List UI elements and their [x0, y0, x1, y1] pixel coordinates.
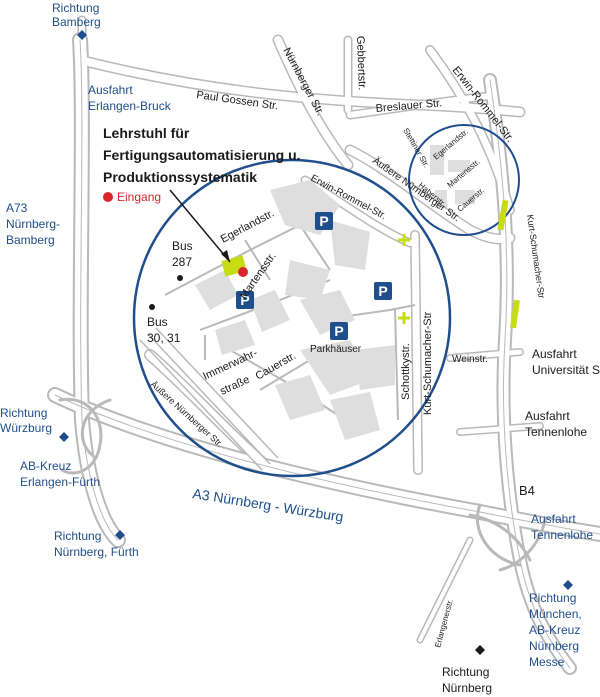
motorway-a3-label: A3 Nürnberg - Würzburg — [192, 485, 345, 525]
title-line-1: Lehrstuhl für — [103, 125, 190, 141]
road-gebbert: Gebbertstr. — [354, 36, 368, 91]
road-weinstr: Weinstr. — [452, 354, 488, 365]
dir-wuerzburg-2: Würzburg — [0, 421, 52, 435]
exit-bruck-1: Ausfahrt — [88, 83, 133, 97]
title-line-3: Produktionssystematik — [103, 169, 257, 185]
parking-icon-1: P — [315, 212, 333, 230]
dir-muenchen-2: München, — [529, 607, 582, 621]
inset-circle-small — [408, 124, 520, 236]
road-kurt: Kurt-Schumacher-Str — [422, 311, 434, 415]
road-kurt-right: Kurt-Schumacher-Str — [525, 214, 547, 299]
exit-bruck-2: Erlangen-Bruck — [88, 99, 172, 113]
a73-3: Bamberg — [6, 233, 55, 247]
exit-tennenlohe1-1: Ausfahrt — [525, 409, 570, 423]
parking-icons: P P P P — [236, 212, 392, 340]
road-breslauer: Breslauer Str. — [375, 97, 442, 115]
a73-2: Nürnberg- — [6, 217, 60, 231]
bus-287-2: 287 — [172, 255, 192, 269]
road-immerwahr-2: straße — [218, 374, 251, 398]
dir-muenchen-1: Richtung — [529, 591, 576, 605]
dir-nuernberg-2: Nürnberg — [442, 681, 492, 695]
entrance-legend-icon — [103, 192, 113, 202]
bus-287-1: Bus — [172, 239, 193, 253]
campus-circle — [132, 158, 520, 478]
bus-3031-1: Bus — [147, 315, 168, 329]
svg-text:P: P — [334, 323, 343, 339]
svg-text:P: P — [240, 292, 249, 308]
marker-wuerzburg-icon — [59, 432, 69, 442]
exit-tennenlohe2-2: Tennenlohe — [531, 528, 593, 542]
marker-nuernberg-icon — [475, 645, 485, 655]
exit-labels: Ausfahrt Erlangen-Bruck A73 Nürnberg- Ba… — [6, 83, 593, 542]
direction-markers — [59, 30, 573, 655]
direction-nuernberg: Richtung Nürnberg — [442, 665, 492, 695]
road-parkhaeuser: Parkhäuser — [310, 344, 362, 355]
marker-muenchen-icon — [563, 580, 573, 590]
dir-fuerth-1: Richtung — [54, 529, 101, 543]
dir-bamberg-1: Richtung — [52, 1, 99, 15]
title-line-2: Fertigungsautomatisierung u. — [103, 147, 301, 163]
exit-labels-dark: Ausfahrt Universität S Ausfahrt Tennenlo… — [519, 347, 600, 498]
bus-3031-2: 30, 31 — [147, 331, 181, 345]
title-block: Lehrstuhl für Fertigungsautomatisierung … — [103, 125, 301, 185]
road-stettiner: Stettiner Str. — [401, 127, 431, 170]
dir-wuerzburg-1: Richtung — [0, 406, 47, 420]
kreuz-1: AB-Kreuz — [20, 459, 71, 473]
exit-uni-2: Universität S — [532, 363, 600, 377]
exit-tennenlohe2-1: Ausfahrt — [531, 512, 576, 526]
road-nuernberger-top: Nürnberger Str. — [280, 46, 326, 118]
parking-icon-3: P — [236, 291, 254, 309]
dir-fuerth-2: Nürnberg, Fürth — [54, 545, 139, 559]
entrance-legend-label: Eingang — [117, 190, 161, 204]
svg-text:P: P — [378, 283, 387, 299]
parking-icon-4: P — [330, 322, 348, 340]
dir-muenchen-5: Messe — [529, 655, 565, 669]
kreuz-2: Erlangen-Fürth — [20, 475, 100, 489]
road-network — [47, 15, 600, 675]
road-schottky: Schottkystr. — [400, 343, 412, 400]
dir-muenchen-4: Nürnberg — [529, 639, 579, 653]
marker-bamberg-icon — [77, 30, 87, 40]
parking-icon-2: P — [374, 282, 392, 300]
dir-muenchen-3: AB-Kreuz — [529, 623, 580, 637]
marker-fuerth-icon — [115, 530, 125, 540]
road-egerland: Egerlandstr. — [219, 207, 276, 245]
dir-nuernberg-1: Richtung — [442, 665, 489, 679]
a73-1: A73 — [6, 201, 28, 215]
b4-label: B4 — [519, 483, 535, 498]
dir-bamberg-2: Bamberg — [52, 15, 101, 29]
exit-tennenlohe1-2: Tennenlohe — [525, 425, 587, 439]
svg-text:P: P — [319, 213, 328, 229]
exit-uni-1: Ausfahrt — [532, 347, 577, 361]
direction-labels: Richtung Bamberg Richtung Würzburg Richt… — [0, 1, 582, 669]
